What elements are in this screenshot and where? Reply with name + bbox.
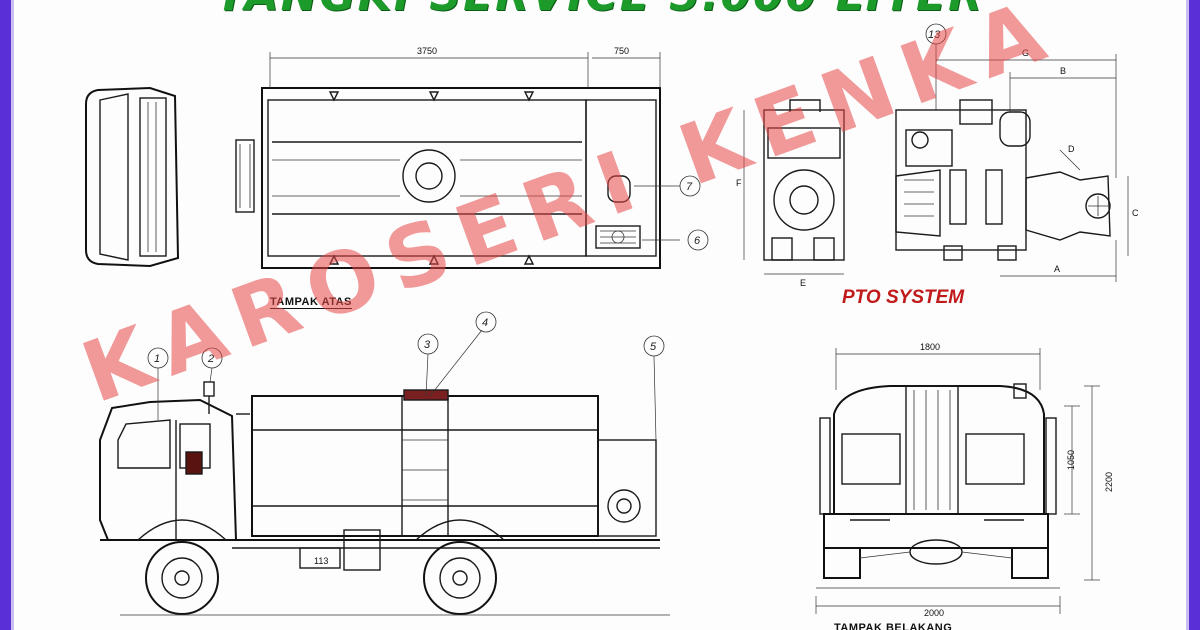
- dim-top-length: 3750: [417, 46, 437, 56]
- dim-rear-height-total: 2200: [1104, 472, 1114, 492]
- pto-system-drawing: F E: [736, 23, 1139, 288]
- pto-dim-f: F: [736, 178, 742, 188]
- left-frame-border: [0, 0, 14, 630]
- callout-2: 2: [207, 353, 214, 365]
- pto-dim-g: G: [1022, 48, 1029, 58]
- top-view: 3750 750 7 6: [85, 46, 709, 269]
- pto-dim-b: B: [1060, 66, 1066, 76]
- svg-text:113: 113: [314, 556, 328, 566]
- callout-1: 1: [154, 353, 160, 365]
- dim-top-rear: 750: [614, 46, 629, 56]
- pto-dim-c: C: [1132, 208, 1139, 218]
- dim-rear-width-top: 1800: [920, 342, 940, 352]
- rear-view: 1800 2000 1050 2200: [815, 342, 1114, 618]
- callout-7: 7: [686, 181, 693, 193]
- callout-6: 6: [694, 235, 701, 247]
- side-view: 113 1 2 3 4 5: [99, 311, 670, 616]
- page-title: TANGKI SERVICE 5.000 LITER: [0, 0, 1200, 21]
- dim-rear-width-bottom: 2000: [924, 608, 944, 618]
- pto-dim-a: A: [1054, 264, 1060, 274]
- callout-4: 4: [482, 317, 488, 329]
- top-view-label: TAMPAK ATAS: [270, 296, 352, 309]
- rear-view-label: TAMPAK BELAKANG: [834, 622, 953, 630]
- callout-5: 5: [650, 341, 657, 353]
- pto-system-label: PTO SYSTEM: [842, 287, 965, 308]
- dim-rear-height-tank: 1050: [1066, 450, 1076, 470]
- pto-dim-d: D: [1068, 144, 1075, 154]
- callout-13: 13: [928, 29, 941, 41]
- right-frame-border: [1186, 0, 1200, 630]
- pto-dim-e: E: [800, 278, 806, 288]
- callout-3: 3: [424, 339, 431, 351]
